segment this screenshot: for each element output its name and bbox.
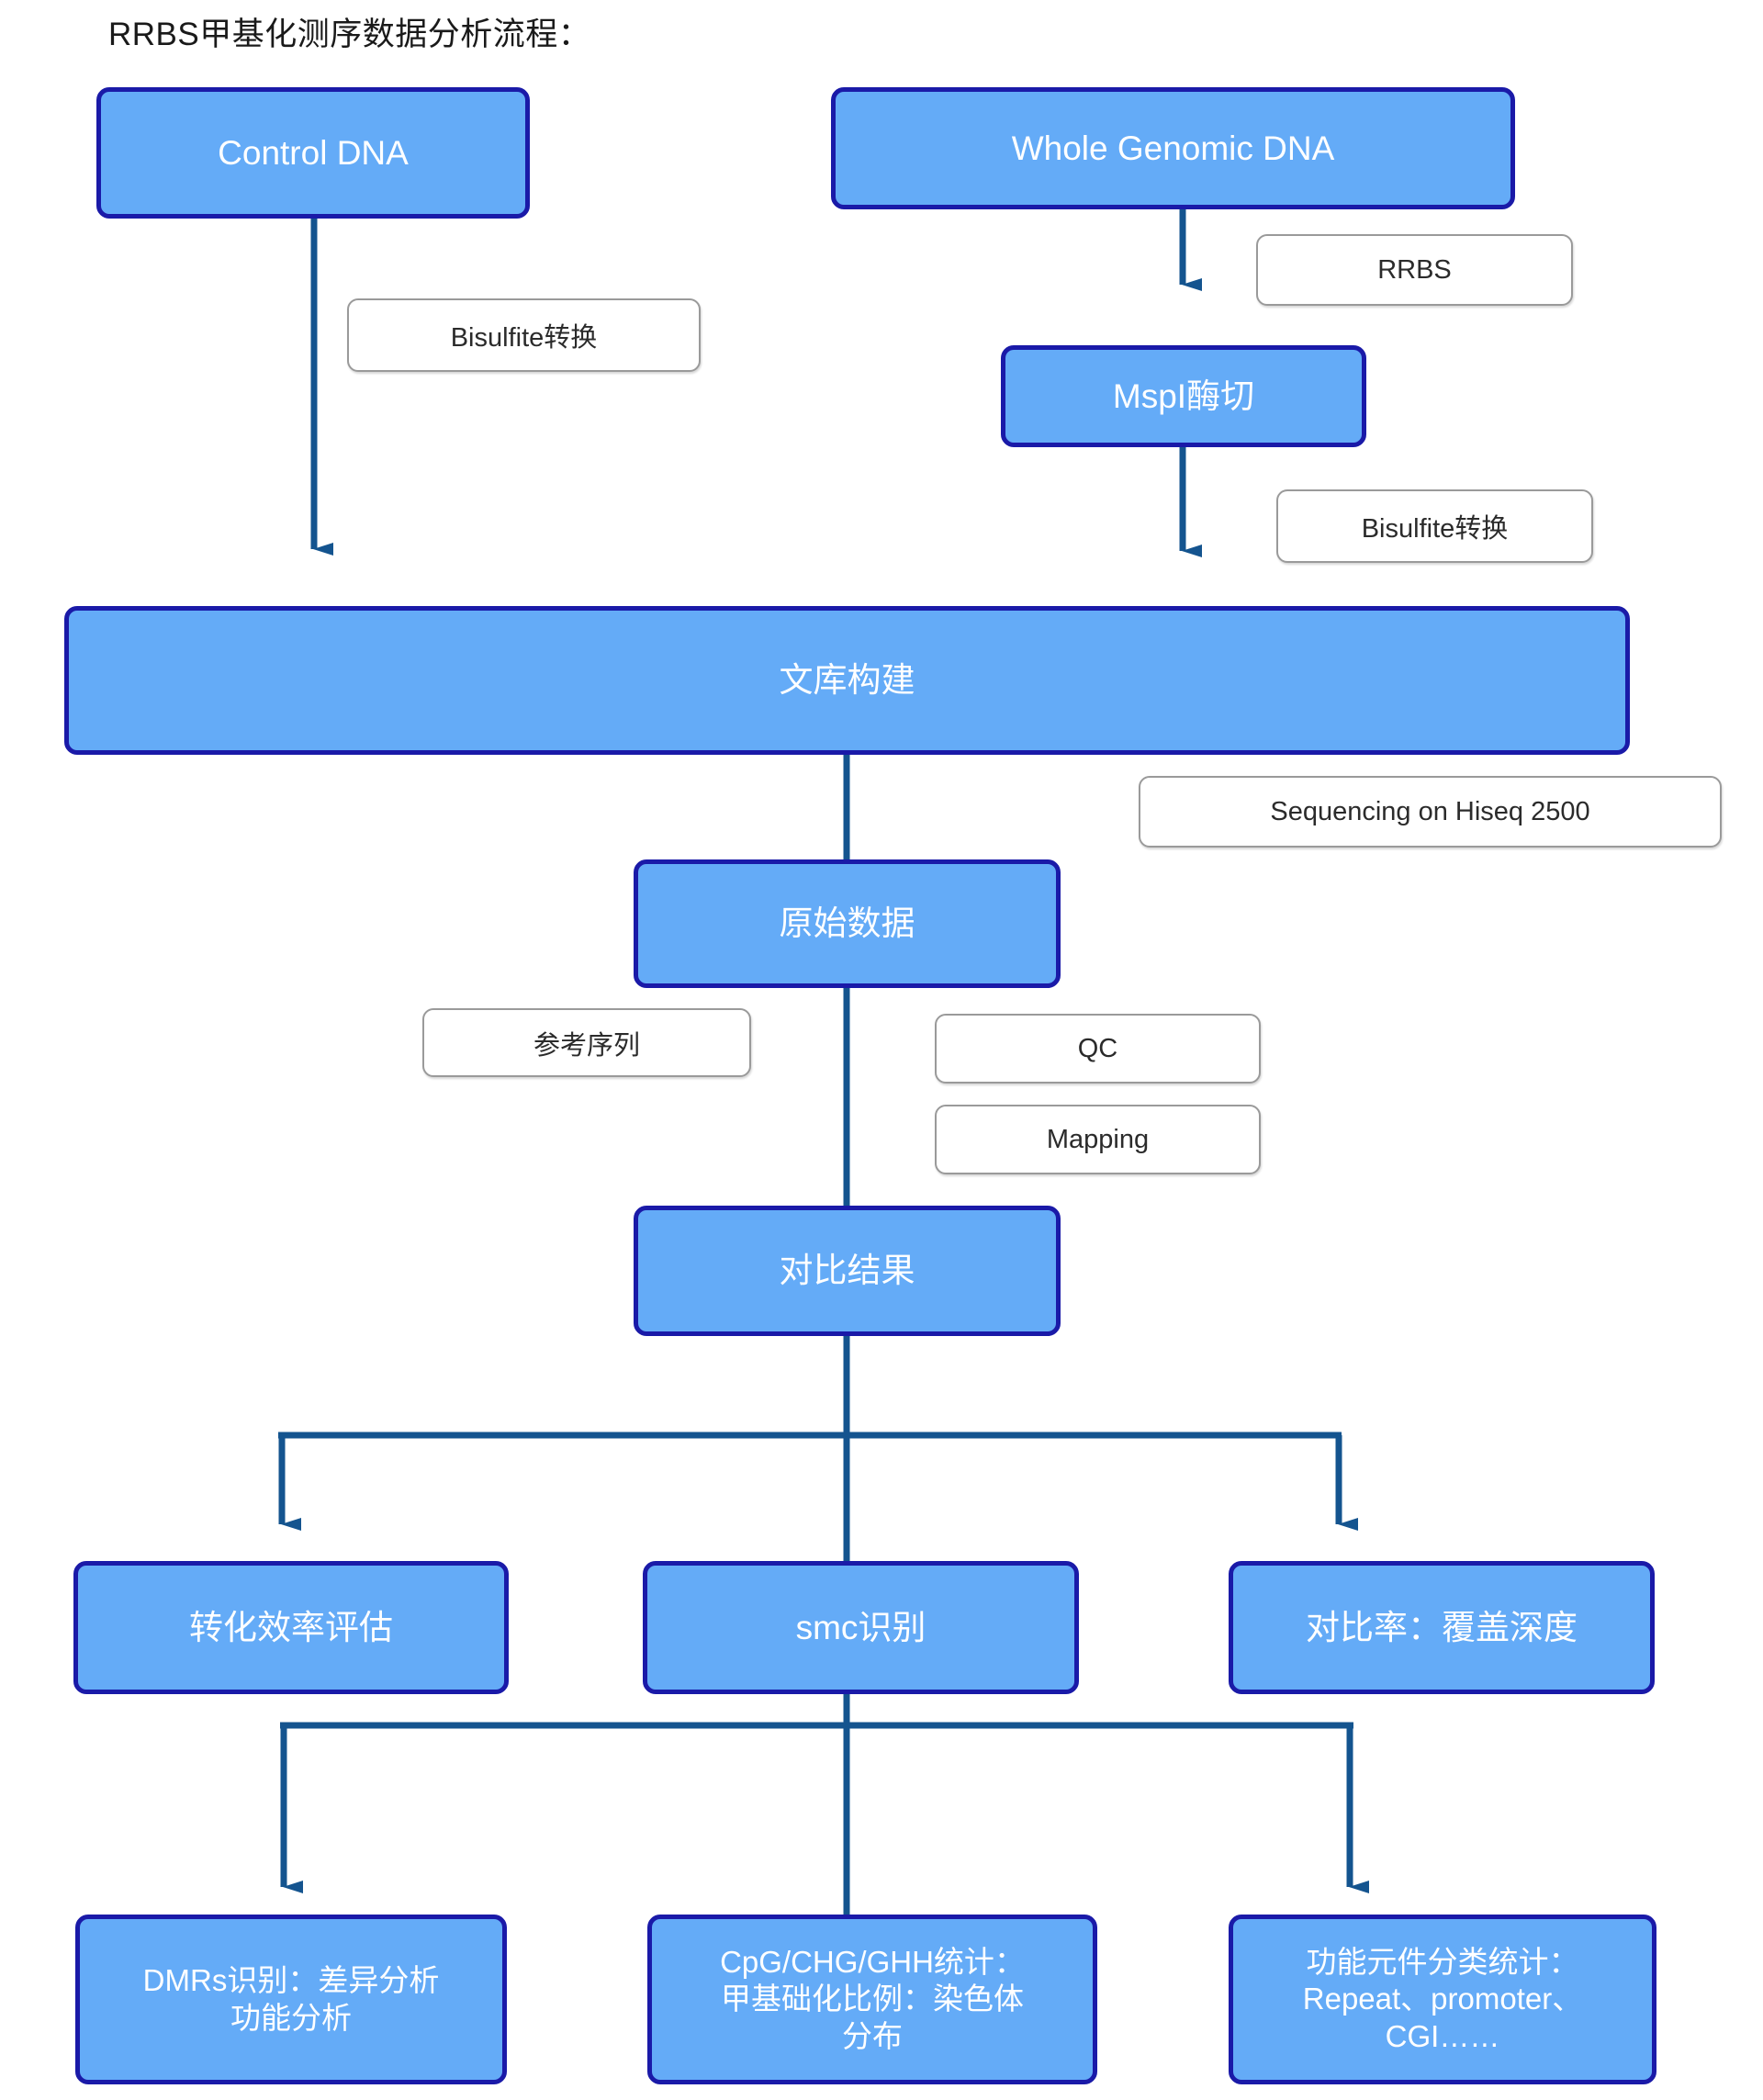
node-conversion-efficiency[interactable]: 转化效率评估 [73,1561,509,1694]
tag-mapping: Mapping [935,1105,1261,1174]
node-control-dna[interactable]: Control DNA [96,87,530,219]
node-raw-data[interactable]: 原始数据 [634,859,1061,988]
tag-rrbs: RRBS [1256,234,1573,306]
node-mspi-digestion[interactable]: MspI酶切 [1001,345,1366,447]
tag-sequencing-hiseq: Sequencing on Hiseq 2500 [1139,776,1722,848]
tag-qc: QC [935,1014,1261,1084]
node-smc-identification[interactable]: smc识别 [643,1561,1079,1694]
node-alignment-result[interactable]: 对比结果 [634,1206,1061,1336]
node-functional-element-statistics[interactable]: 功能元件分类统计： Repeat、promoter、 CGI…… [1229,1915,1656,2084]
node-cpg-statistics[interactable]: CpG/CHG/GHH统计： 甲基础化比例：染色体 分布 [647,1915,1097,2084]
node-dmrs-identification[interactable]: DMRs识别：差异分析 功能分析 [75,1915,507,2084]
node-mapping-rate-depth[interactable]: 对比率：覆盖深度 [1229,1561,1655,1694]
tag-bisulfite-conversion-right: Bisulfite转换 [1276,489,1593,563]
tag-reference-sequence: 参考序列 [422,1008,751,1077]
node-whole-genomic-dna[interactable]: Whole Genomic DNA [831,87,1515,209]
page-title: RRBS甲基化测序数据分析流程： [108,17,591,52]
tag-bisulfite-conversion-left: Bisulfite转换 [347,298,701,372]
node-library-construction[interactable]: 文库构建 [64,606,1630,755]
